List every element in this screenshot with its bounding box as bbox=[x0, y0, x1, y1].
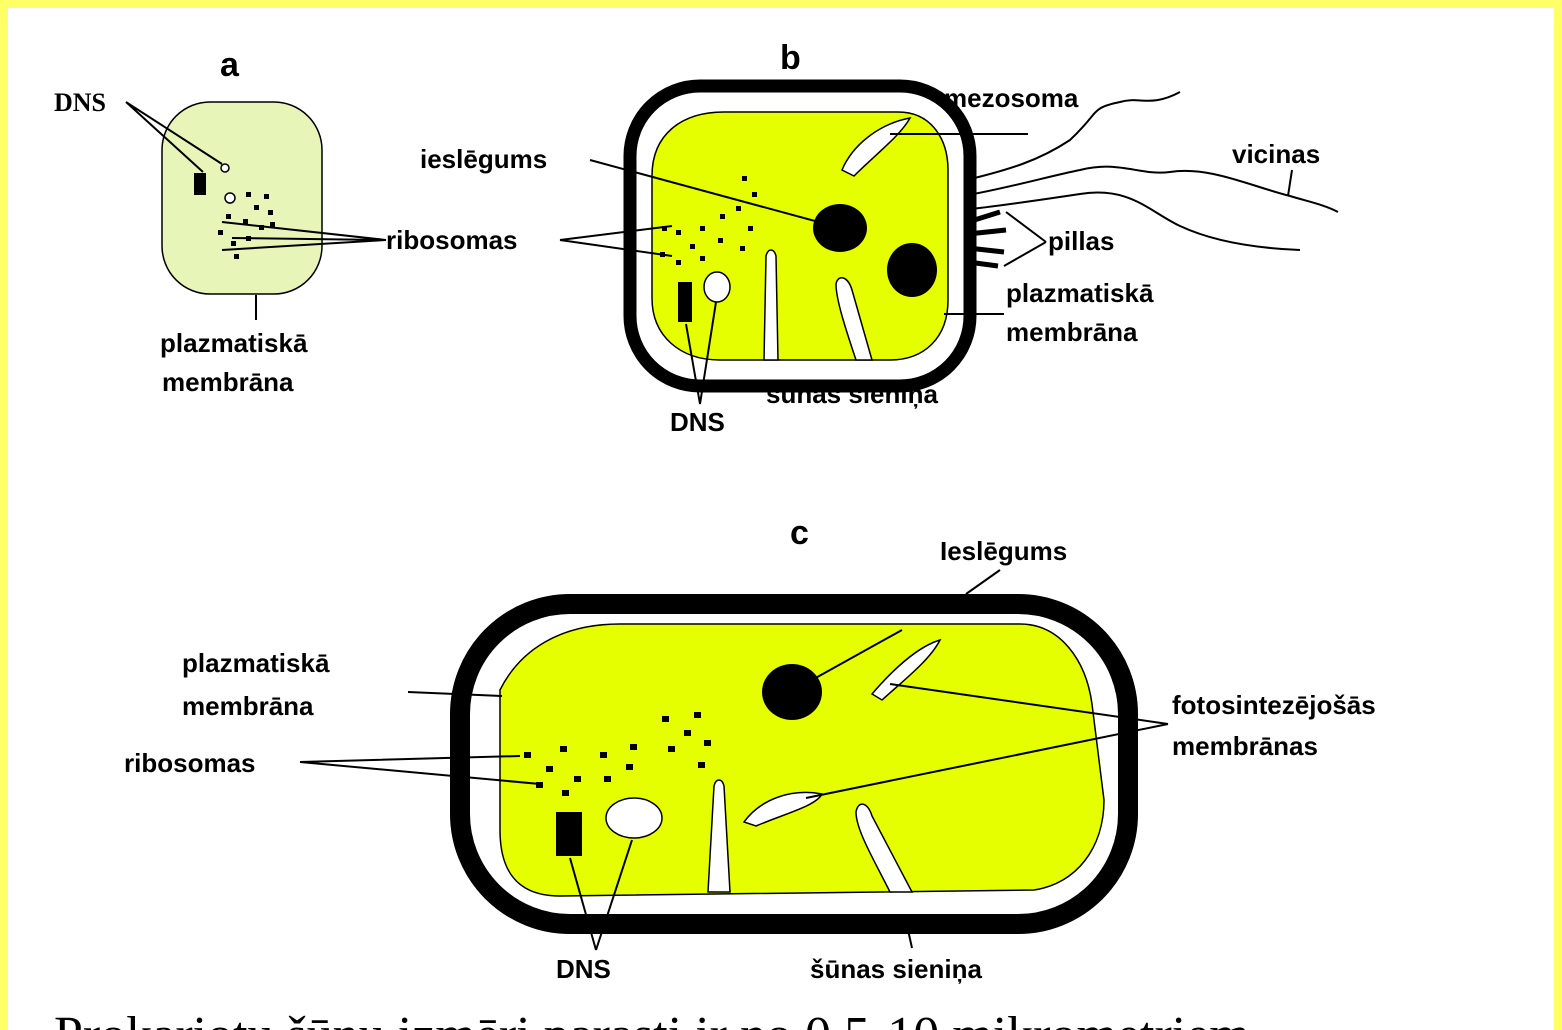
cell-b-membrane-label-2: membrāna bbox=[1006, 317, 1138, 347]
flagellum-2 bbox=[962, 167, 1338, 212]
cell-b-septum bbox=[764, 250, 778, 360]
cell-b-membrane-label-1: plazmatiskā bbox=[1006, 278, 1154, 308]
panel-b-letter: b bbox=[780, 39, 801, 77]
panel-b: b mezosoma ieslēgums bbox=[420, 39, 1338, 437]
cell-b-dna-block bbox=[678, 282, 692, 322]
cell-b-pili-label: pillas bbox=[1048, 226, 1114, 256]
flagellum-3 bbox=[962, 193, 1300, 250]
panel-c: c Ieslēgums plazmatiskā membrāna ribosom… bbox=[124, 514, 1376, 984]
cell-c-photosynthetic-label-1: fotosintezējošās bbox=[1172, 690, 1376, 720]
cell-c-ribosomes-label: ribosomas bbox=[124, 748, 256, 778]
cell-c-inclusion-label: Ieslēgums bbox=[940, 536, 1067, 566]
cell-c-cytoplasm bbox=[500, 624, 1104, 896]
cell-b-mesosome-label: mezosoma bbox=[944, 83, 1079, 113]
cell-c-wall-label: šūnas sieniņa bbox=[810, 954, 982, 984]
caption: Prokariotu šūnu izmēri parasti ir no 0,5… bbox=[54, 1007, 1250, 1030]
panel-a: a DNS ribosomas plazmatiskā membrāna bbox=[54, 46, 518, 397]
cell-b-pili-leader bbox=[1004, 212, 1046, 266]
cell-c-dna-block bbox=[556, 812, 582, 856]
cell-b-inclusion bbox=[813, 204, 867, 252]
cell-b-dna-ring bbox=[704, 272, 730, 302]
cell-c-inclusion bbox=[762, 664, 822, 720]
cell-a-membrane-label-1: plazmatiskā bbox=[160, 328, 308, 358]
cell-c-dna-ring bbox=[606, 798, 662, 838]
cell-c-dna-label: DNS bbox=[556, 954, 611, 984]
cell-a-dna-block bbox=[194, 173, 206, 195]
cell-a-dna-ring bbox=[221, 164, 229, 172]
panel-c-letter: c bbox=[790, 514, 809, 552]
cell-b-inclusion-label: ieslēgums bbox=[420, 144, 547, 174]
cell-a-body bbox=[162, 102, 322, 294]
cell-a-dna-ring bbox=[225, 193, 235, 203]
cell-a-ribosomes-label: ribosomas bbox=[386, 225, 518, 255]
cell-b-inclusion bbox=[887, 243, 937, 297]
cell-b-flagella-leader bbox=[1288, 170, 1292, 196]
cell-b-dna-label: DNS bbox=[670, 407, 725, 437]
cell-a-dna-label: DNS bbox=[54, 88, 106, 117]
cell-c-photosynthetic-label-2: membrānas bbox=[1172, 731, 1318, 761]
cell-b-cytoplasm bbox=[652, 112, 948, 360]
cell-a-membrane-label-2: membrāna bbox=[162, 367, 294, 397]
cell-c-membrane-label-2: membrāna bbox=[182, 691, 314, 721]
cell-b-wall-label: šūnas sieniņa bbox=[766, 379, 938, 409]
cell-b-flagella-label: vicinas bbox=[1232, 139, 1320, 169]
panel-a-letter: a bbox=[220, 46, 240, 84]
cell-c-membrane-label-1: plazmatiskā bbox=[182, 648, 330, 678]
